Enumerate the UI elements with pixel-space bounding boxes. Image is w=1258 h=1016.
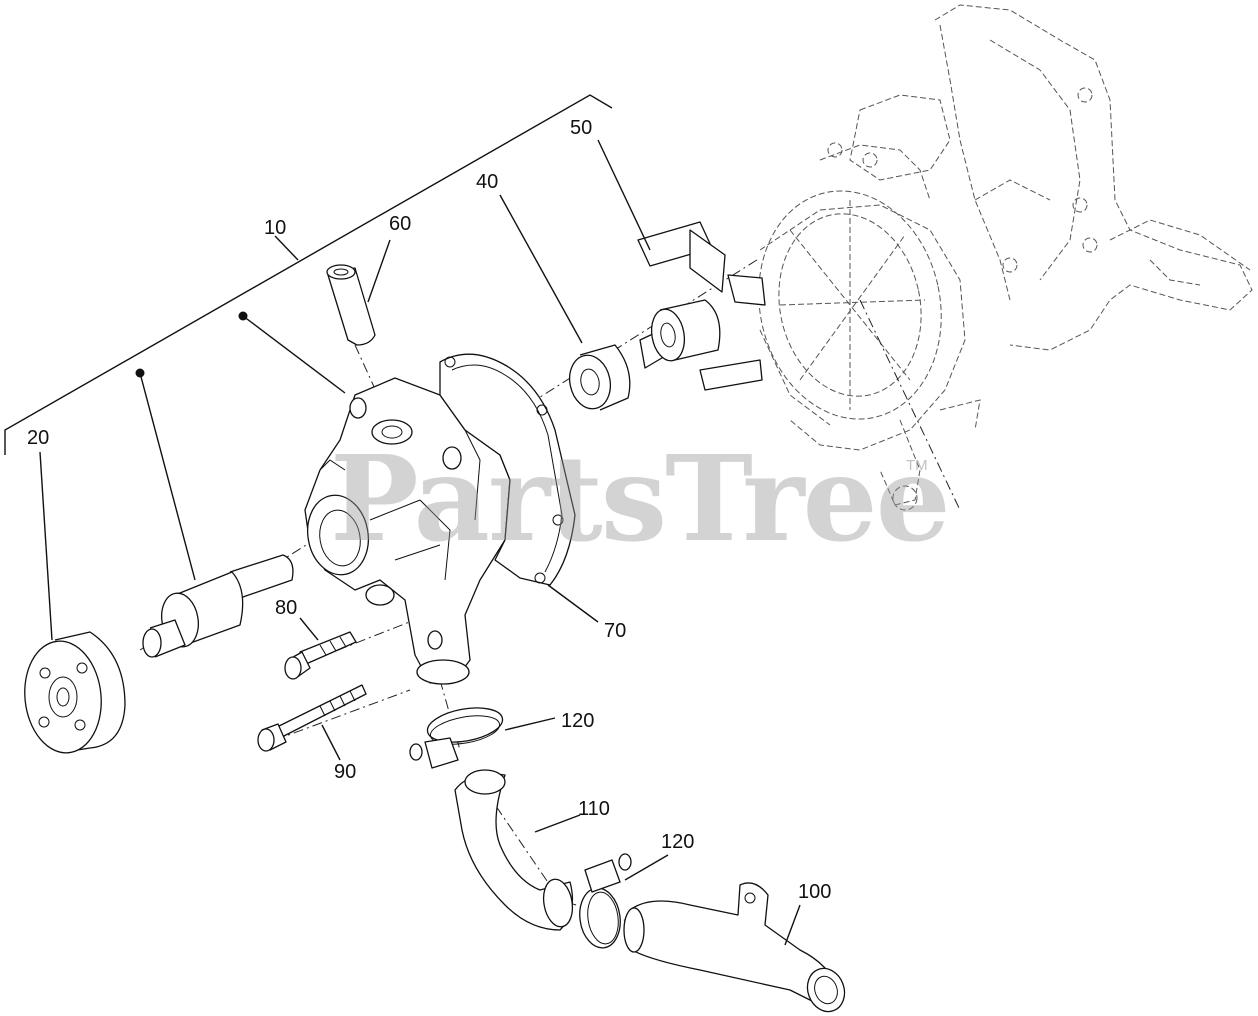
impeller-part-50	[597, 139, 766, 391]
callout-50[interactable]: 50	[570, 117, 593, 139]
watermark-text: PartsTree	[330, 429, 951, 568]
callout-120-upper[interactable]: 120	[561, 710, 595, 732]
gasket-part-70	[439, 353, 599, 623]
hose-part-110	[454, 769, 581, 931]
callout-70[interactable]: 70	[604, 620, 627, 642]
callout-10[interactable]: 10	[264, 217, 287, 239]
bolt-part-80	[284, 617, 357, 680]
callout-100[interactable]: 100	[798, 881, 832, 903]
assembly-centerline	[139, 257, 961, 926]
callout-90[interactable]: 90	[334, 761, 357, 783]
callout-110[interactable]: 110	[578, 798, 610, 820]
seal-part-40	[499, 194, 631, 411]
hose-clamp-lower	[579, 853, 669, 949]
callout-40[interactable]: 40	[476, 171, 499, 193]
callout-120-lower[interactable]: 120	[661, 831, 695, 853]
bolt-part-90	[257, 684, 367, 761]
hose-clamp-upper	[409, 707, 556, 769]
pin-part-60	[326, 239, 391, 346]
engine-housing-ghost	[758, 4, 1253, 511]
shaft-bearing	[142, 554, 294, 658]
pulley-part-20	[24, 451, 126, 754]
callout-80[interactable]: 80	[275, 597, 298, 619]
callout-20[interactable]: 20	[27, 427, 50, 449]
callout-10-bracket	[4, 94, 613, 581]
water-pump-body	[304, 377, 511, 685]
trademark-mark: TM	[906, 457, 928, 474]
callout-60[interactable]: 60	[389, 213, 412, 235]
pipe-part-100	[623, 882, 846, 1013]
